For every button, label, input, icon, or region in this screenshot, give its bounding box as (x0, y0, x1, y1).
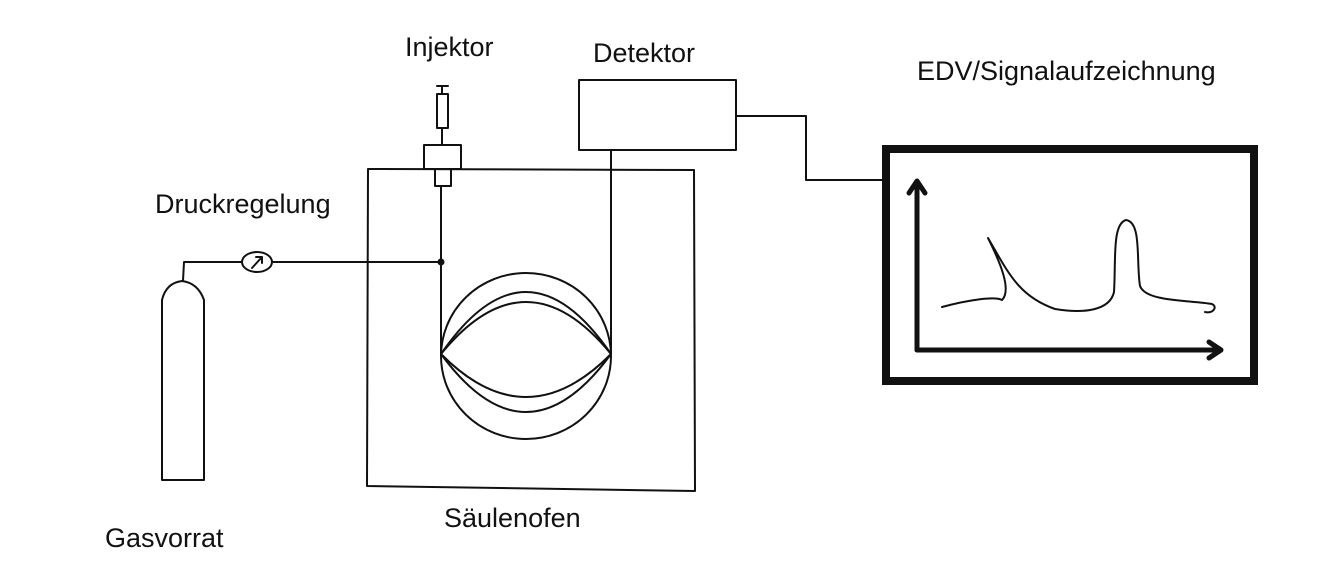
recorder-screen (882, 145, 1258, 385)
chromatogram-trace (941, 219, 1216, 314)
pressure-control-label: Druckregelung (155, 189, 331, 219)
injector-syringe-icon (423, 85, 462, 187)
gas-cylinder (161, 280, 205, 481)
column-oven-box (366, 168, 696, 492)
injector-line (437, 185, 445, 266)
data-recording-label: EDV/Signalaufzeichnung (917, 56, 1216, 86)
signal-cable (735, 115, 887, 181)
detector-box (578, 79, 737, 151)
chromatogram-axes (906, 178, 1224, 361)
gas-supply-label: Gasvorrat (105, 523, 224, 553)
injector-label: Injektor (405, 32, 494, 62)
detector-label: Detektor (593, 38, 695, 68)
column-oven-label: Säulenofen (444, 503, 581, 533)
column-coil (440, 149, 612, 440)
gas-line (182, 261, 442, 282)
pressure-gauge-icon (241, 251, 273, 273)
